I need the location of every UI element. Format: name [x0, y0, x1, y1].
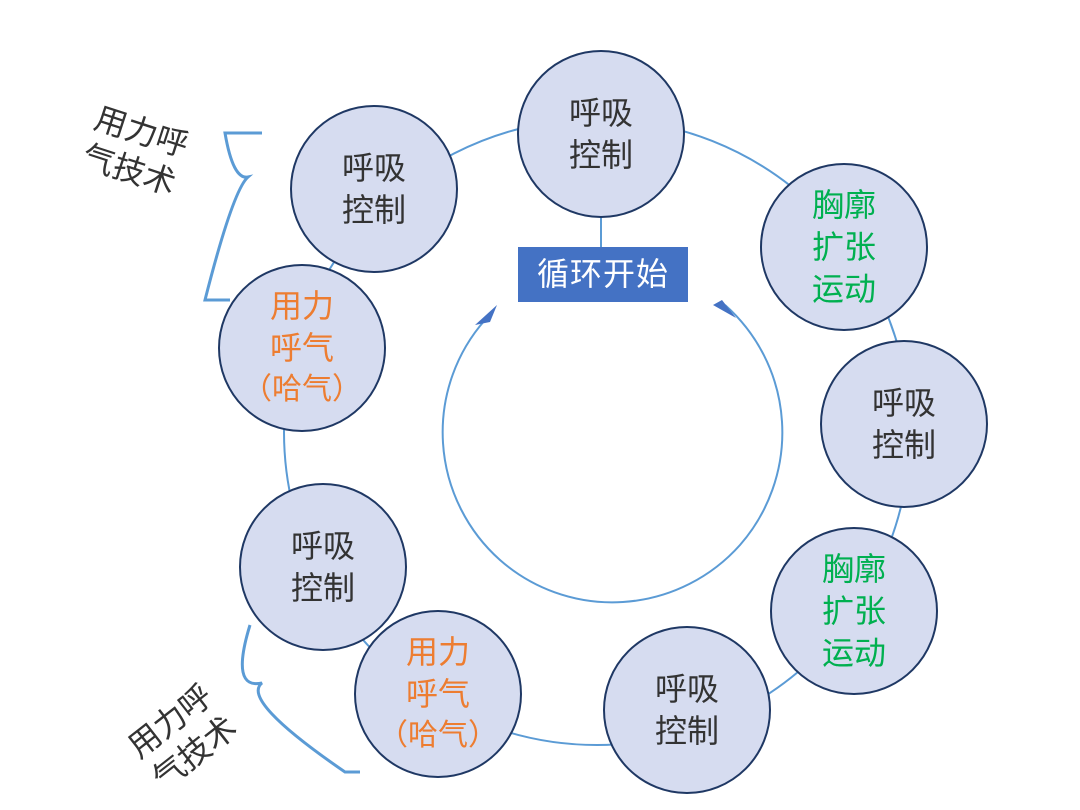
- node-text: 运动: [811, 270, 876, 308]
- node-text: 呼吸: [871, 384, 936, 422]
- lower-bracket: [240, 624, 360, 774]
- node-text: （哈气）: [242, 372, 362, 407]
- node-breath-control-right: 呼吸 控制: [820, 340, 988, 508]
- node-text: 控制: [654, 712, 719, 750]
- node-text: 呼气: [269, 329, 334, 367]
- node-text: 用力: [405, 633, 470, 671]
- node-breath-control-top-left: 呼吸 控制: [290, 105, 458, 273]
- node-text: 扩张: [821, 592, 886, 630]
- node-breath-control-top: 呼吸 控制: [517, 50, 685, 218]
- node-text: 胸廓: [811, 186, 876, 224]
- right-arrowhead-icon: [713, 300, 736, 318]
- node-text: （哈气）: [378, 718, 498, 753]
- node-text: 用力: [269, 287, 334, 325]
- node-chest-expansion-upper: 胸廓 扩张 运动: [760, 163, 928, 331]
- node-text: 呼吸: [341, 149, 406, 187]
- node-text: 呼气: [405, 675, 470, 713]
- upper-bracket: [203, 131, 262, 302]
- node-breath-control-left: 呼吸 控制: [239, 483, 407, 651]
- node-text: 呼吸: [290, 527, 355, 565]
- node-forced-expiration-upper: 用力 呼气 （哈气）: [218, 264, 386, 432]
- node-breath-control-bottom-right: 呼吸 控制: [603, 626, 771, 794]
- node-text: 控制: [341, 191, 406, 229]
- node-chest-expansion-lower: 胸廓 扩张 运动: [770, 527, 938, 695]
- node-text: 控制: [568, 136, 633, 174]
- node-text: 胸廓: [821, 550, 886, 588]
- node-forced-expiration-lower: 用力 呼气 （哈气）: [354, 610, 522, 778]
- node-text: 运动: [821, 634, 886, 672]
- inner-cycle-arc: [441, 304, 784, 604]
- cycle-start-label: 循环开始: [518, 247, 688, 302]
- node-text: 呼吸: [654, 670, 719, 708]
- node-text: 控制: [290, 569, 355, 607]
- left-arrowhead-icon: [475, 305, 497, 325]
- node-text: 呼吸: [568, 94, 633, 132]
- node-text: 扩张: [811, 228, 876, 266]
- node-text: 控制: [871, 426, 936, 464]
